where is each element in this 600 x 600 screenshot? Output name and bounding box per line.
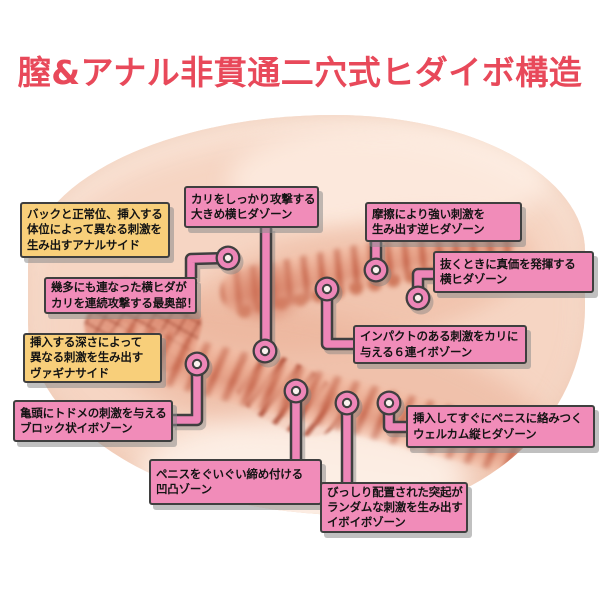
callout-text-line: 挿入してすぐにペニスに絡みつく bbox=[413, 411, 583, 426]
callout-welcome-tate-hida-zone: 挿入してすぐにペニスに絡みつく ウェルカム縦ヒダゾーン bbox=[406, 405, 595, 448]
callout-text-line: ウェルカム縦ヒダゾーン bbox=[413, 426, 537, 441]
callout-big-yoko-hida-zone: カリをしっかり攻撃する 大きめ横ヒダゾーン bbox=[184, 186, 319, 228]
callout-text-line: 異なる刺激を生み出す bbox=[30, 350, 143, 365]
callout-text-line: 亀頭にトドメの刺激を与える bbox=[20, 405, 167, 420]
callout-text-line: イボイボゾーン bbox=[327, 515, 406, 530]
callout-text-line: 体位によって異なる刺激を bbox=[27, 222, 162, 237]
callout-text-line: ブロック状イボゾーン bbox=[20, 421, 133, 435]
callout-text-line: インパクトのある刺激をカリに bbox=[360, 329, 519, 344]
callout-saiokubu: 幾多にも連なった横ヒダが カリを連続攻撃する最奥部！ bbox=[44, 277, 198, 314]
callout-vagina-side: 挿入する深さによって 異なる刺激を生み出す ヴァギナサイド bbox=[23, 333, 162, 383]
callout-text-line: びっしり配置された突起が bbox=[327, 484, 463, 499]
body-silhouette bbox=[28, 115, 585, 515]
callout-gyaku-hida-zone: 摩擦により強い刺激を 生み出す逆ヒダゾーン bbox=[365, 202, 522, 242]
callout-text-line: 摩擦により強い刺激を bbox=[372, 206, 485, 221]
callout-text-line: 生み出す逆ヒダゾーン bbox=[372, 222, 485, 236]
callout-text-line: 与える６連イボゾーン bbox=[360, 344, 473, 359]
connector-node bbox=[184, 351, 210, 377]
callout-text-line: 大きめ横ヒダゾーン bbox=[191, 207, 293, 221]
connector-nodes bbox=[184, 245, 431, 416]
callout-text-line: ヴァギナサイド bbox=[30, 365, 110, 380]
callout-text-line: 抜くときに真価を発揮する bbox=[440, 256, 576, 271]
connector-node bbox=[215, 245, 241, 271]
callout-text-line: 凹凸ゾーン bbox=[156, 482, 212, 496]
callout-text-line: ペニスをぐいぐい締め付ける bbox=[156, 466, 303, 481]
callout-text-line: 幾多にも連なった横ヒダが bbox=[51, 280, 187, 295]
callout-text-line: 横ヒダゾーン bbox=[440, 272, 508, 286]
connector-node bbox=[376, 390, 402, 416]
diagram-title: 膣&アナル非貫通二穴式ヒダイボ構造 bbox=[17, 53, 583, 92]
callout-text-line: カリをしっかり攻撃する bbox=[191, 191, 316, 206]
connector-node bbox=[252, 338, 278, 364]
connector-node bbox=[314, 276, 340, 302]
callout-outotsu-zone: ペニスをぐいぐい締め付ける 凹凸ゾーン bbox=[149, 459, 322, 505]
callout-text-line: バックと正常位、挿入する bbox=[27, 207, 163, 222]
callout-text-line: ランダムな刺激を生み出す bbox=[327, 499, 463, 514]
callout-text-line: 挿入する深さによって bbox=[30, 335, 143, 350]
callout-anal-side: バックと正常位、挿入する 体位によって異なる刺激を 生み出すアナルサイド bbox=[20, 202, 170, 258]
callout-block-ibo-zone: 亀頭にトドメの刺激を与える ブロック状イボゾーン bbox=[13, 400, 173, 442]
connector-node bbox=[363, 257, 389, 283]
callout-text-line: 生み出すアナルサイド bbox=[27, 237, 140, 252]
connector-node bbox=[334, 390, 360, 416]
connector-node bbox=[283, 378, 309, 404]
callout-ibo-ibo-zone: びっしり配置された突起が ランダムな刺激を生み出す イボイボゾーン bbox=[320, 482, 468, 533]
connector-node bbox=[405, 285, 431, 311]
callout-yoko-hida-zone: 抜くときに真価を発揮する 横ヒダゾーン bbox=[433, 251, 594, 293]
callout-text-line: カリを連続攻撃する最奥部！ bbox=[51, 295, 198, 310]
callout-six-ibo-zone: インパクトのある刺激をカリに 与える６連イボゾーン bbox=[353, 325, 527, 364]
